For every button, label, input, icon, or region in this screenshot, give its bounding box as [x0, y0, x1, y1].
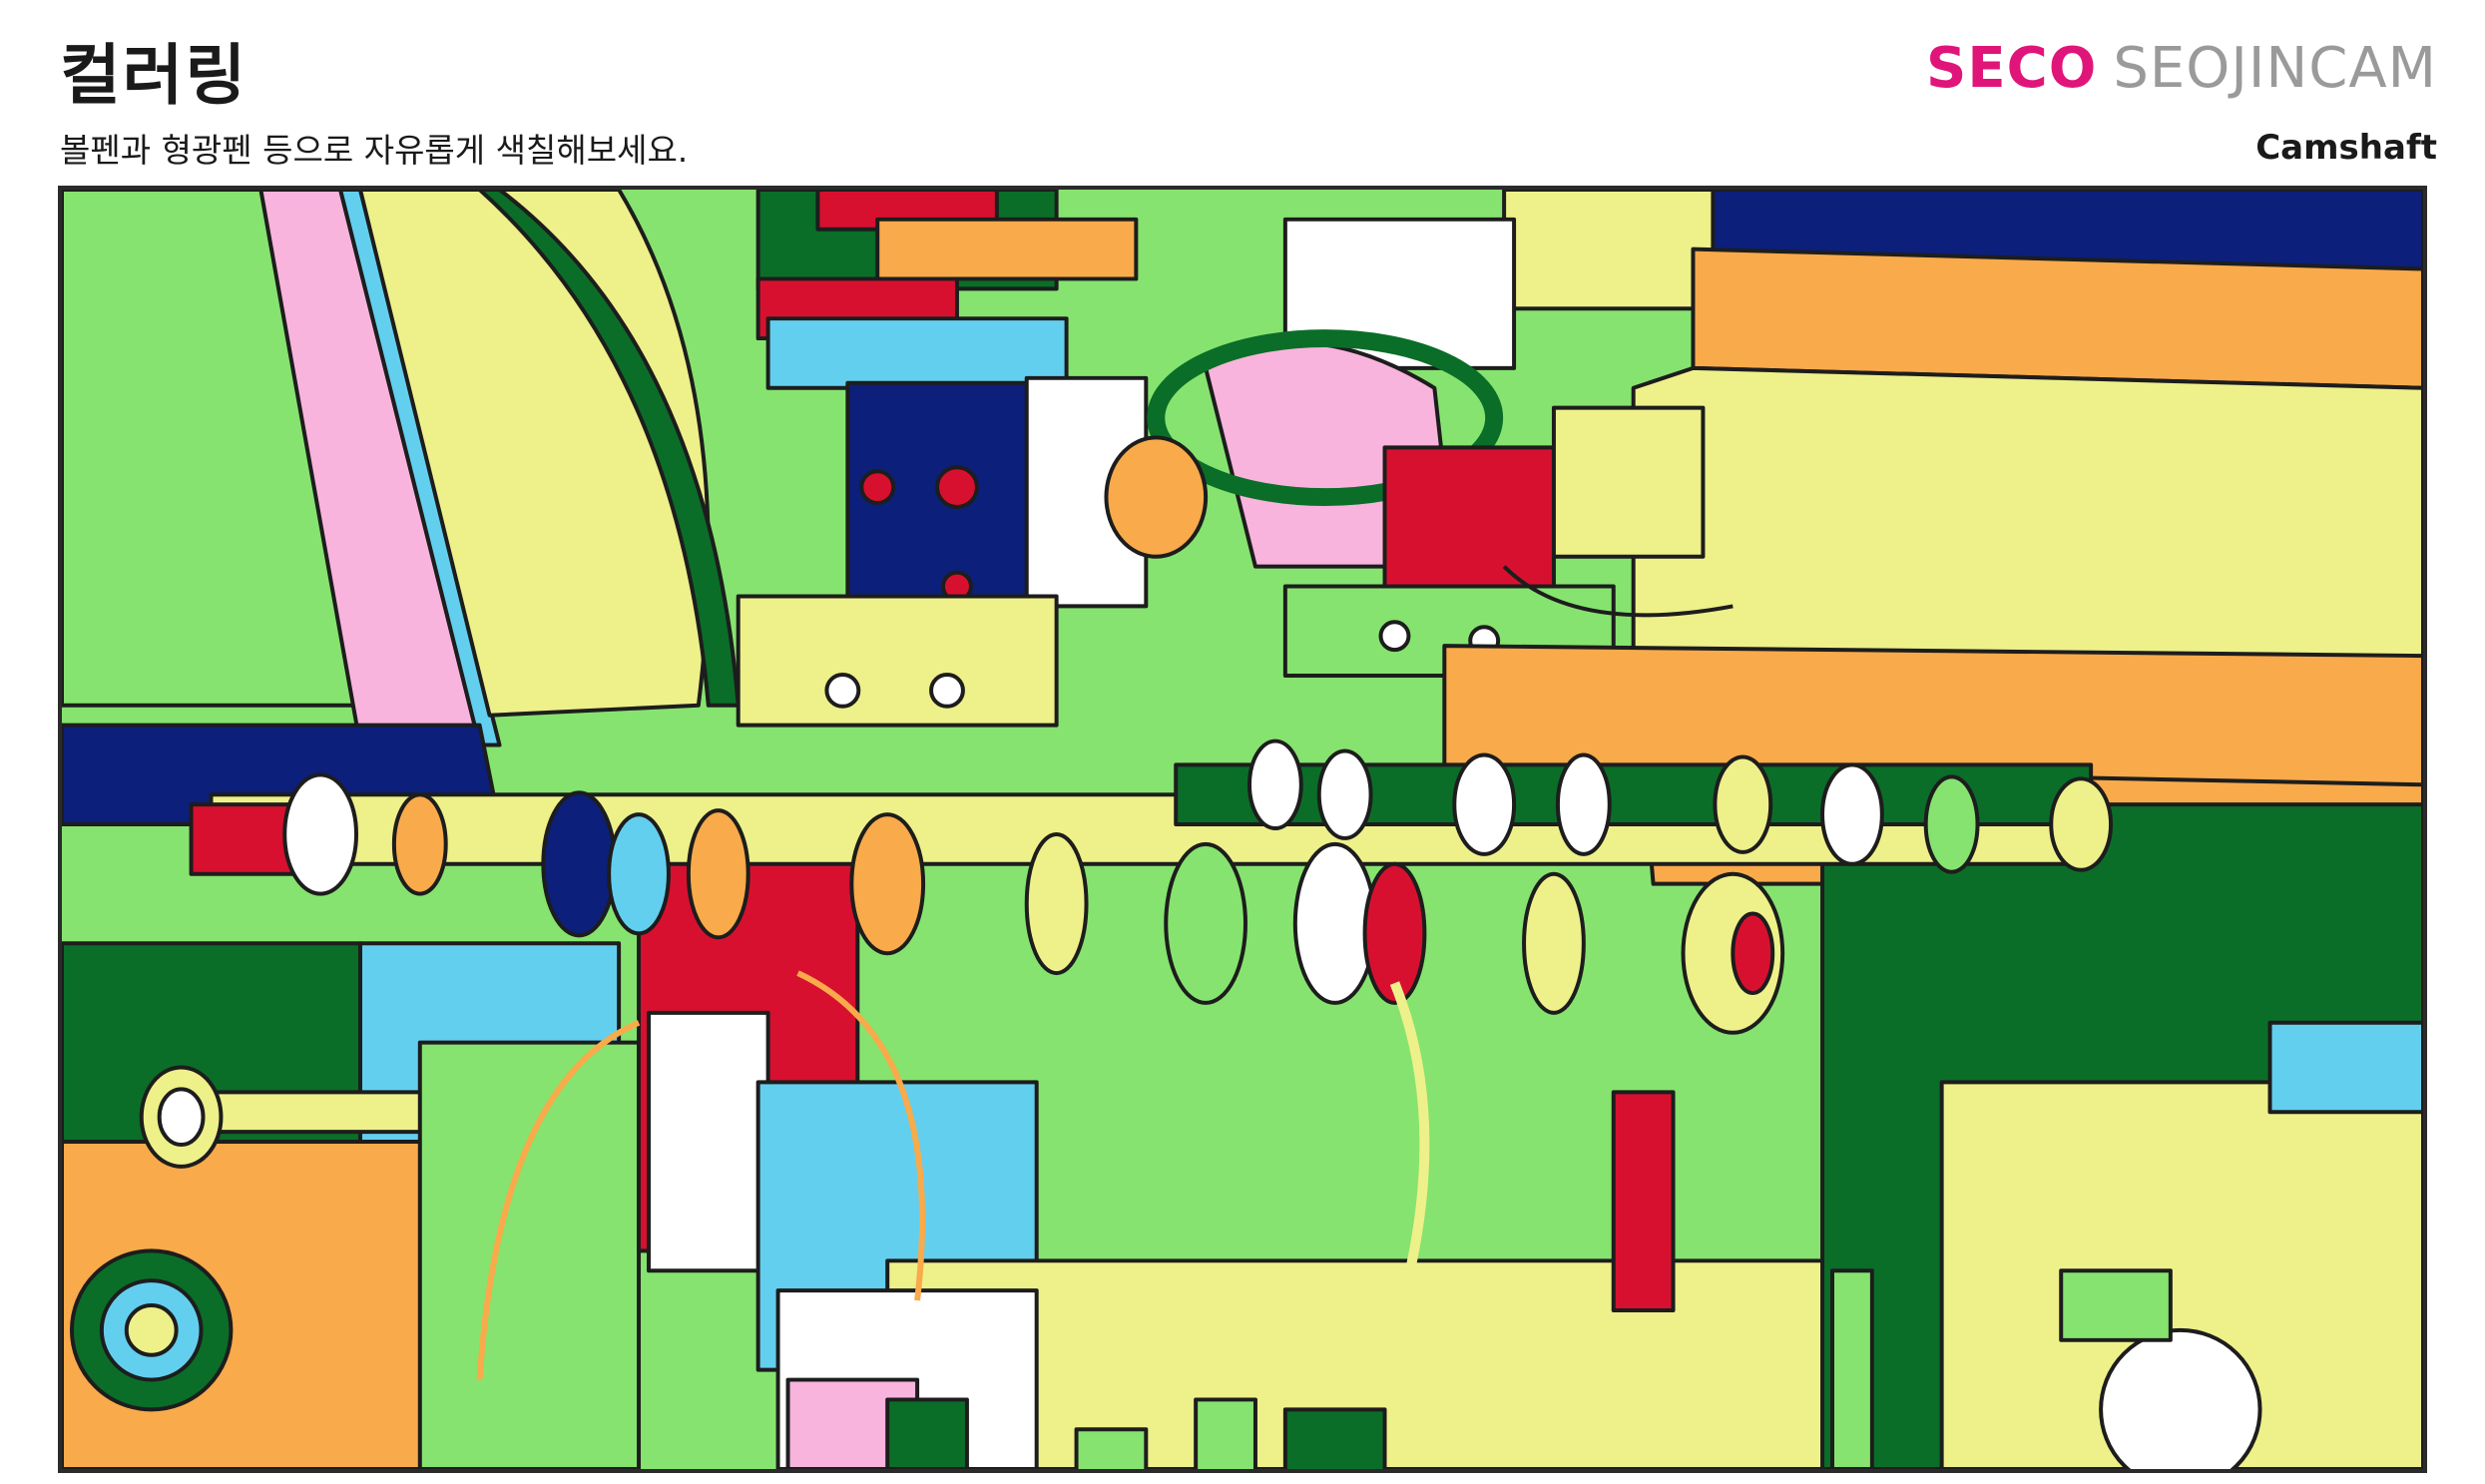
logo-accent-text: SECO: [1926, 36, 2098, 101]
logo-brand-text: SEOJINCAM: [2113, 36, 2437, 101]
page-title: 컬러링: [60, 37, 248, 114]
illustration-frame: [58, 186, 2427, 1473]
illustration-caption: Camshaft: [2255, 128, 2437, 168]
camshaft-illustration: [62, 190, 2423, 1469]
page-subtitle: 볼펜과 형광펜 등으로 자유롭게 색칠해보세요.: [60, 131, 689, 170]
